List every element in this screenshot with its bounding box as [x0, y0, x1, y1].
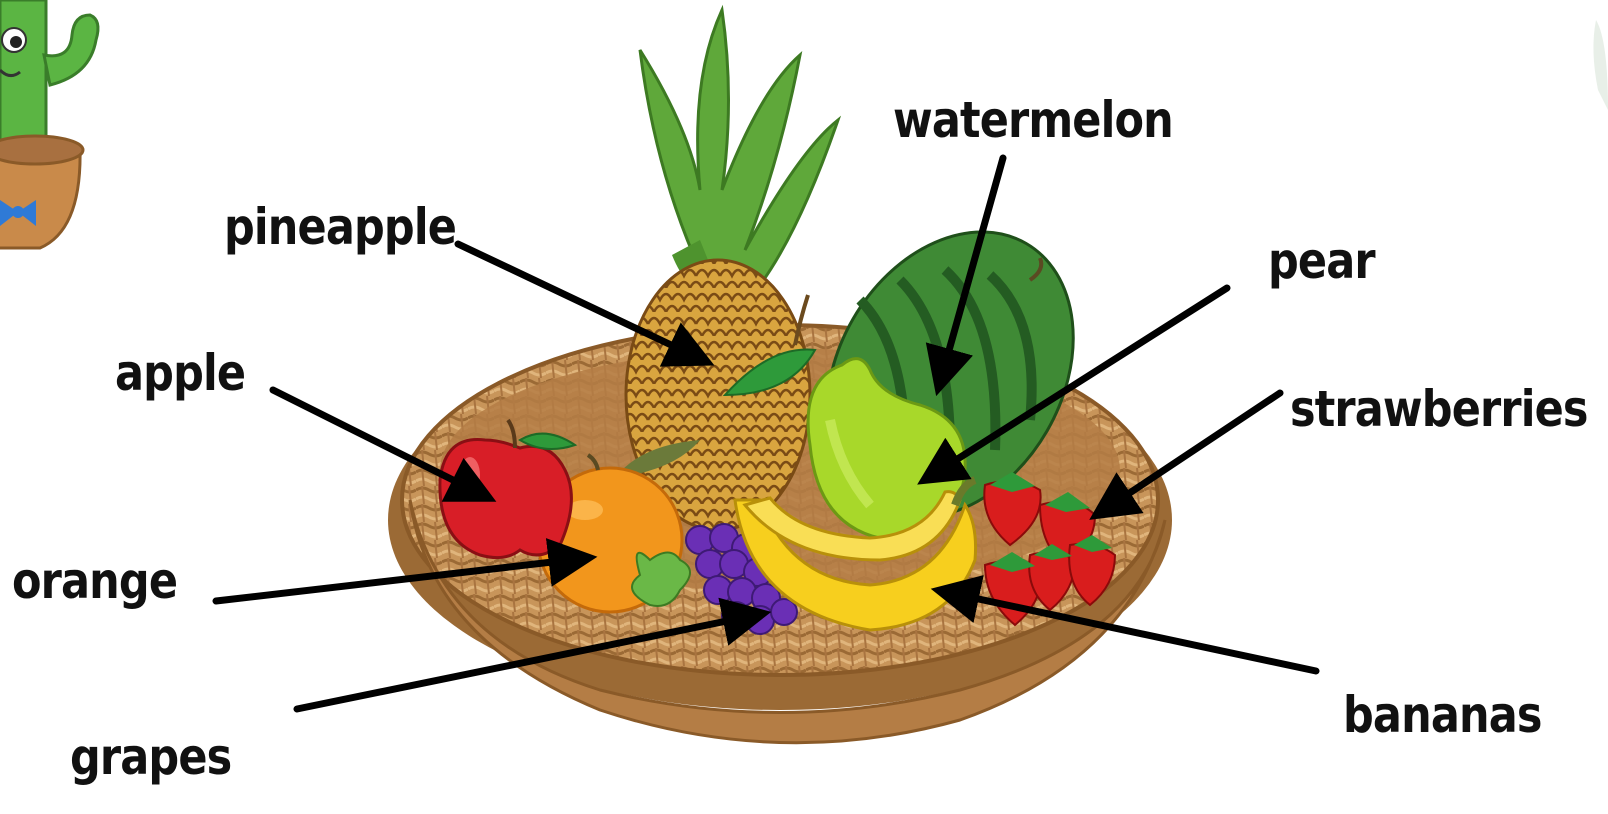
decorative-edge-icon	[1593, 20, 1608, 110]
label-pineapple: pineapple	[224, 202, 456, 252]
label-grapes: grapes	[70, 732, 231, 782]
cactus-mascot-icon	[0, 0, 98, 248]
label-strawberries: strawberries	[1290, 384, 1588, 434]
label-orange: orange	[12, 556, 177, 606]
label-bananas: bananas	[1343, 690, 1542, 740]
label-watermelon: watermelon	[893, 95, 1173, 145]
label-apple: apple	[115, 348, 245, 398]
label-pear: pear	[1268, 236, 1375, 286]
